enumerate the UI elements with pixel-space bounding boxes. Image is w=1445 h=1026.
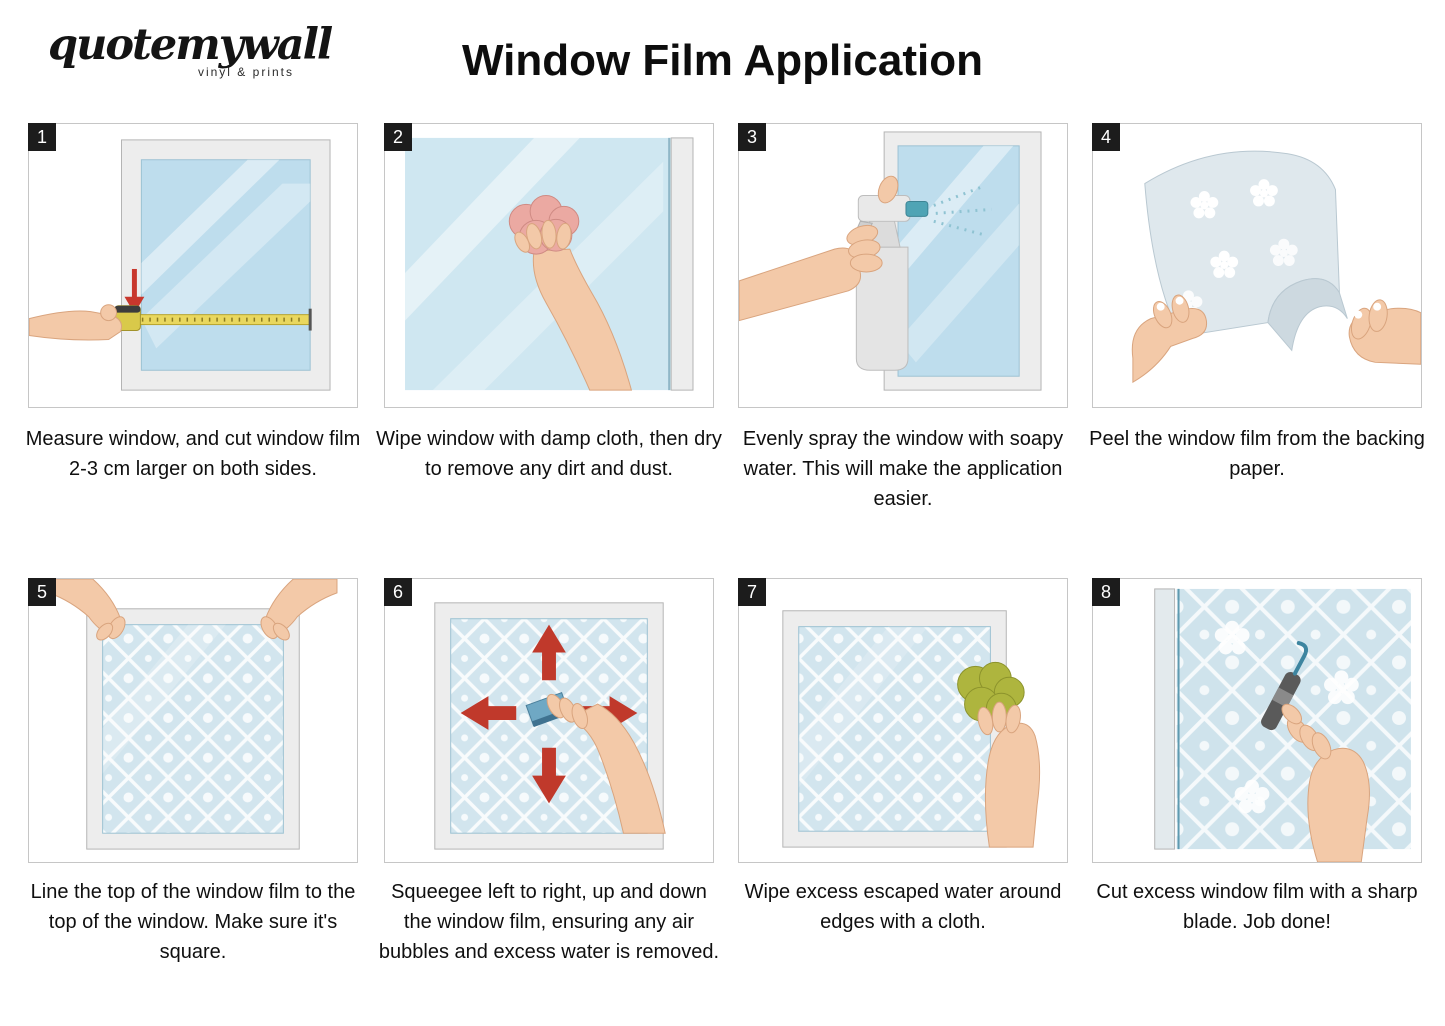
step-2-caption: Wipe window with damp cloth, then dry to… <box>376 428 722 480</box>
step-2-illustration-wipe-window <box>405 137 694 391</box>
step-1-number-badge: 1 <box>28 123 56 151</box>
step-3-panel: 3 <box>738 123 1068 408</box>
step-6-number-badge: 6 <box>384 578 412 606</box>
step-1-caption: Measure window, and cut window film 2-3 … <box>25 428 361 480</box>
step-7-panel: 7 <box>738 578 1068 863</box>
step-5-illustration-position-film <box>48 579 338 850</box>
step-4-number-badge: 4 <box>1092 123 1120 151</box>
step-3-illustration-spray-window <box>739 131 1042 391</box>
step-3-caption: Evenly spray the window with soapy water… <box>742 428 1064 510</box>
step-7-illustration-wipe-edges <box>782 610 1041 848</box>
step-6-caption: Squeegee left to right, up and down the … <box>378 881 720 963</box>
step-5-panel: 5 <box>28 578 358 863</box>
step-6-panel: 6 <box>384 578 714 863</box>
logo-tagline: vinyl & prints <box>197 65 294 80</box>
step-5-number-badge: 5 <box>28 578 56 606</box>
page-title: Window Film Application <box>461 36 984 85</box>
step-2-number-badge: 2 <box>384 123 412 151</box>
logo: quotemywall vinyl & prints <box>48 20 333 80</box>
step-6-illustration-squeegee-film <box>434 602 666 850</box>
step-7-caption: Wipe excess escaped water around edges w… <box>744 881 1062 933</box>
step-1-panel: 1 <box>28 123 358 408</box>
step-8-illustration-cut-excess-film <box>1154 588 1411 862</box>
step-4-illustration-peel-film <box>1131 150 1421 384</box>
step-5-caption: Line the top of the window film to the t… <box>30 881 356 963</box>
step-8-caption: Cut excess window film with a sharp blad… <box>1096 881 1418 933</box>
logo-wordmark: quotemywall <box>48 20 333 70</box>
step-8-number-badge: 8 <box>1092 578 1120 606</box>
step-7-number-badge: 7 <box>738 578 766 606</box>
step-3-number-badge: 3 <box>738 123 766 151</box>
step-2-panel: 2 <box>384 123 714 408</box>
step-4-panel: 4 <box>1092 123 1422 408</box>
step-8-panel: 8 <box>1092 578 1422 863</box>
step-1-illustration-measure-window <box>29 139 331 391</box>
step-4-caption: Peel the window film from the backing pa… <box>1089 428 1425 480</box>
